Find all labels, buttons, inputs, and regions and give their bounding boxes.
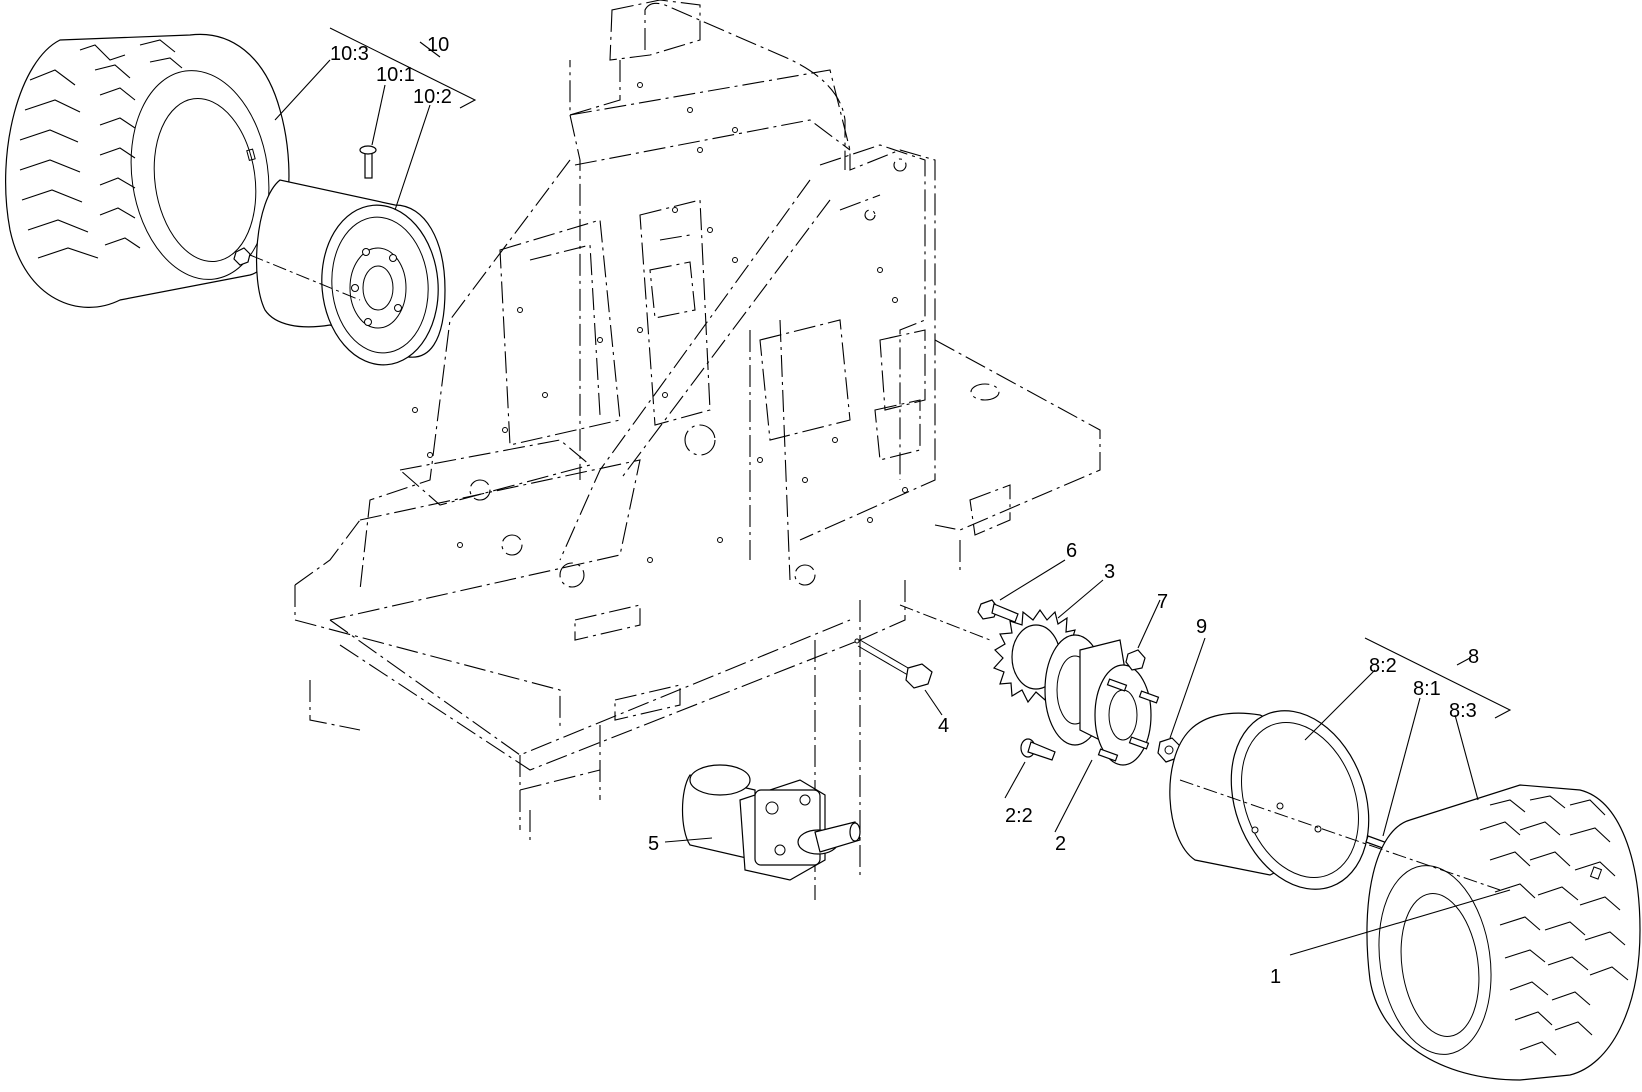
callout-3: 3 <box>1104 561 1115 583</box>
callout-5: 5 <box>648 833 659 855</box>
callout-1: 1 <box>1270 966 1281 988</box>
left-tire <box>5 33 290 308</box>
frame-holes <box>412 82 908 563</box>
callout-10-1: 10:1 <box>376 64 415 86</box>
hub <box>1020 634 1160 766</box>
callout-2-2: 2:2 <box>1005 805 1033 827</box>
callout-2: 2 <box>1055 833 1066 855</box>
callout-10: 10 <box>427 34 449 56</box>
callout-9: 9 <box>1196 616 1207 638</box>
callout-7: 7 <box>1157 591 1168 613</box>
callout-8-2: 8:2 <box>1369 655 1397 677</box>
callout-labels: 10 10:1 10:2 10:3 6 3 7 9 4 5 2:2 2 8 8:… <box>330 34 1479 988</box>
hydraulic-motor <box>681 764 861 881</box>
right-wheel-rim <box>1169 710 1520 895</box>
right-tire <box>1366 784 1641 1081</box>
callout-10-3: 10:3 <box>330 43 369 65</box>
bolt-4 <box>854 638 933 689</box>
left-wheel-rim <box>233 145 446 366</box>
nut-7 <box>1125 649 1146 671</box>
callout-6: 6 <box>1066 540 1077 562</box>
callout-10-2: 10:2 <box>413 86 452 108</box>
bolt-6 <box>977 599 1019 623</box>
callout-8: 8 <box>1468 646 1479 668</box>
callout-4: 4 <box>938 715 949 737</box>
chassis-frame <box>294 0 1101 900</box>
callout-8-1: 8:1 <box>1413 678 1441 700</box>
callout-8-3: 8:3 <box>1449 700 1477 722</box>
leader-lines <box>274 27 1512 956</box>
axis-lines <box>249 254 1501 891</box>
